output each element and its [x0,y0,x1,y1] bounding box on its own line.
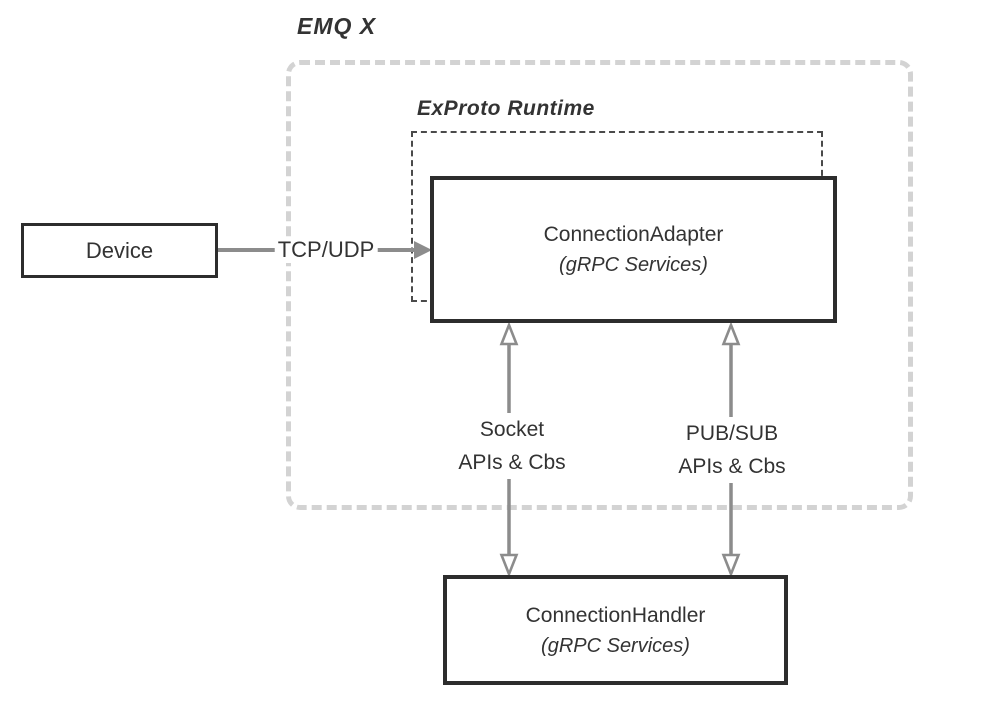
emqx-dashed-container [286,60,913,510]
device-label: Device [85,238,154,263]
connection-adapter-title: ConnectionAdapter [543,223,724,246]
pubsub-apis-label-line1: PUB/SUB [685,422,779,445]
socket-apis-label: Socket APIs & Cbs [454,413,570,479]
socket-up-arrowhead-icon [499,323,519,346]
connection-adapter-node: ConnectionAdapter (gRPC Services) [430,176,837,323]
device-node: Device [21,223,218,278]
tcp-udp-label: TCP/UDP [274,237,378,263]
socket-apis-label-line2: APIs & Cbs [458,451,566,474]
pubsub-apis-label: PUB/SUB APIs & Cbs [674,417,790,483]
exproto-runtime-title: ExProto Runtime [417,97,595,120]
tcp-udp-arrowhead-icon [414,241,432,259]
pubsub-up-arrowhead-icon [721,323,741,346]
connection-handler-title: ConnectionHandler [525,603,706,627]
socket-down-arrowhead-icon [499,553,519,576]
connection-handler-subtitle: (gRPC Services) [541,634,690,657]
connection-handler-node: ConnectionHandler (gRPC Services) [443,575,788,685]
pubsub-apis-label-line2: APIs & Cbs [678,455,786,478]
connection-adapter-subtitle: (gRPC Services) [559,254,708,276]
socket-apis-label-line1: Socket [479,418,545,441]
pubsub-down-arrowhead-icon [721,553,741,576]
emqx-title: EMQ X [297,13,377,39]
